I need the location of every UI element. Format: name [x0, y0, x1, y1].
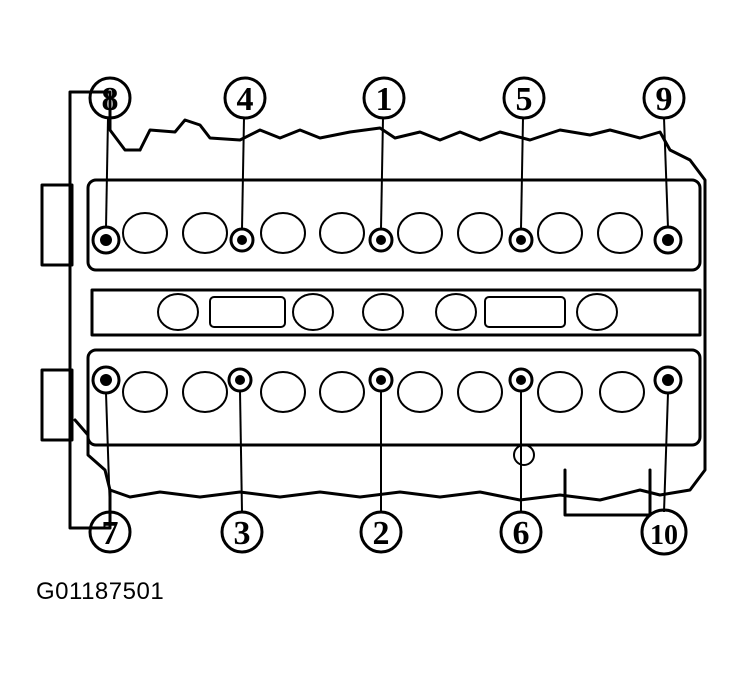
bolt-10 [653, 365, 683, 395]
callout-1-label: 1 [376, 81, 393, 118]
callout-5-label: 5 [516, 81, 533, 118]
callout-2-label: 2 [373, 515, 390, 552]
callout-10-label: 10 [650, 520, 678, 551]
callout-5: 5 [502, 76, 546, 120]
callout-3-label: 3 [234, 515, 251, 552]
bottom-lifters [122, 371, 645, 413]
bolt-7 [91, 365, 121, 395]
callout-8-label: 8 [102, 81, 119, 118]
bolt-6 [508, 367, 534, 393]
callout-8: 8 [88, 76, 132, 120]
callout-7-label: 7 [102, 515, 119, 552]
callout-9-label: 9 [656, 81, 673, 118]
figure-code: G01187501 [36, 578, 165, 605]
bolt-9 [653, 225, 683, 255]
callout-leaders [105, 117, 669, 513]
cylinder-head-outline [40, 90, 707, 530]
bolt-8 [91, 225, 121, 255]
callout-4: 4 [223, 76, 267, 120]
callout-9: 9 [642, 76, 686, 120]
head-bolts [91, 225, 683, 395]
bolt-2 [368, 367, 394, 393]
callout-1: 1 [362, 76, 406, 120]
top-lifters [122, 212, 643, 254]
bolt-1 [368, 227, 394, 253]
callout-3: 3 [220, 510, 264, 554]
bolt-3 [227, 367, 253, 393]
bolt-5 [508, 227, 534, 253]
callout-6: 6 [499, 510, 543, 554]
callout-10: 10 [640, 508, 688, 556]
bolt-4 [229, 227, 255, 253]
cam-rails [86, 178, 702, 466]
callout-7: 7 [88, 510, 132, 554]
callout-4-label: 4 [237, 81, 254, 118]
callouts: 8 4 1 5 9 7 3 2 [88, 76, 688, 556]
callout-6-label: 6 [513, 515, 530, 552]
callout-2: 2 [359, 510, 403, 554]
